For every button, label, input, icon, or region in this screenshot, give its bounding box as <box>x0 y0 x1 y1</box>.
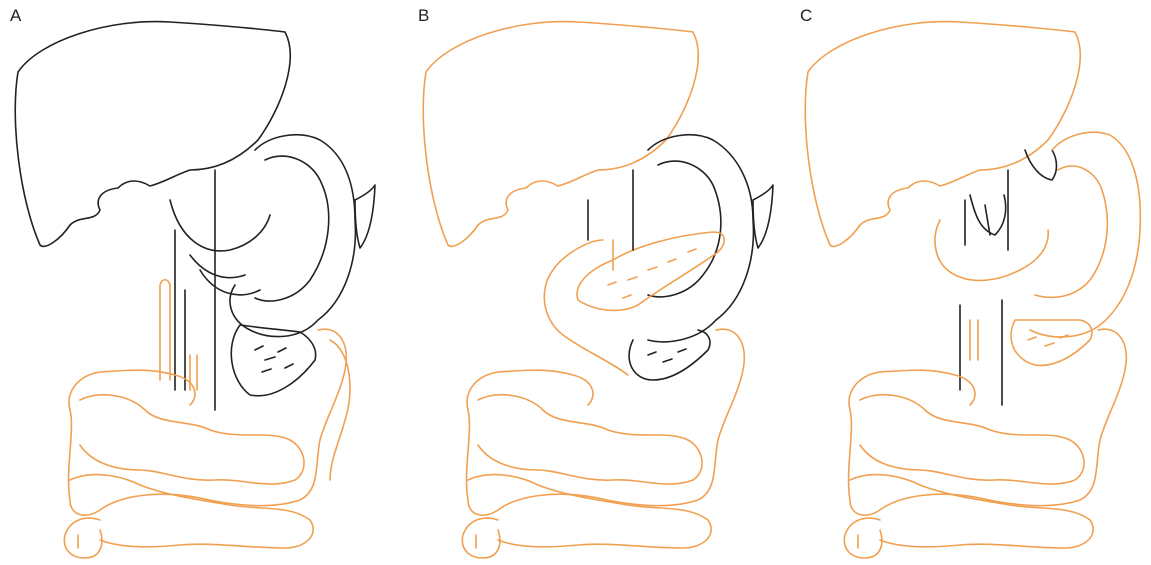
pancreas-shape <box>1011 320 1092 365</box>
spleen-shape <box>753 185 773 248</box>
spleen-shape <box>355 185 375 248</box>
liver-shape <box>805 22 1080 247</box>
liver-shape <box>423 22 698 247</box>
stomach-shape <box>1030 132 1140 337</box>
intestine-shape <box>467 329 745 515</box>
panel-c-illustration <box>790 0 1151 565</box>
pancreas-shape <box>231 325 315 396</box>
pancreas-shape <box>577 232 724 310</box>
panel-b: B <box>408 0 792 565</box>
vessel-lines <box>175 170 215 410</box>
panel-c: C <box>790 0 1151 565</box>
panel-a-illustration <box>0 0 384 565</box>
intestine-shape <box>849 329 1127 515</box>
stomach-inner <box>255 156 329 301</box>
stomach-shape <box>230 135 355 337</box>
panel-a: A <box>0 0 384 565</box>
panel-b-illustration <box>408 0 792 565</box>
stomach-shape <box>648 135 753 342</box>
intestine-shape <box>69 329 347 515</box>
liver-shape <box>15 22 290 247</box>
